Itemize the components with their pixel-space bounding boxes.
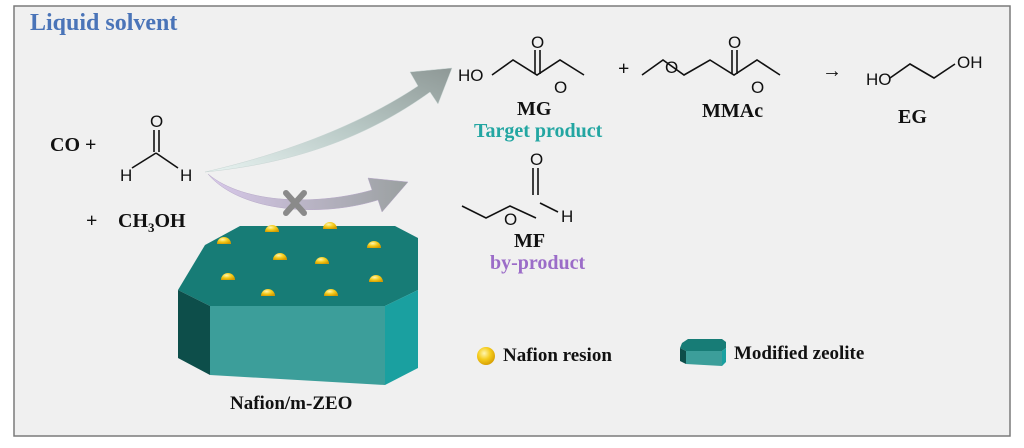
mmac-carbonyl-o: O (728, 33, 742, 52)
zeolite-prism-icon (680, 339, 726, 366)
nafion-site (369, 275, 383, 282)
blocked-x-icon (283, 190, 307, 216)
mg-carbonyl-o: O (531, 33, 545, 52)
mmac-label: MMAc (702, 100, 764, 122)
co-reactant: CO + (50, 134, 97, 156)
formaldehyde-o: O (150, 112, 164, 131)
target-pathway-arrow (204, 67, 453, 173)
mf-label: MF (514, 230, 546, 252)
mg-label: MG (517, 98, 552, 120)
formaldehyde-h-right: H (180, 166, 193, 185)
nafion-site (221, 273, 235, 280)
zeolite-top-face (178, 226, 418, 306)
mf-carbonyl-o: O (530, 150, 544, 169)
nafion-site (217, 237, 231, 244)
figure-frame (13, 5, 1011, 437)
catalyst-label: Nafion/m-ZEO (230, 393, 353, 414)
nafion-site (324, 289, 338, 296)
byproduct-label: by-product (490, 252, 586, 274)
nafion-sphere-icon (477, 347, 495, 365)
mg-ho: HO (458, 66, 484, 85)
nafion-site (367, 241, 381, 248)
nafion-site (315, 257, 329, 264)
mmac-structure (641, 50, 781, 76)
mf-h: H (561, 207, 574, 226)
mf-ester-o: O (504, 210, 518, 229)
formaldehyde-h-left: H (120, 166, 133, 185)
target-product-label: Target product (474, 120, 603, 142)
zeolite-front-face (210, 306, 385, 385)
eg-oh: OH (957, 53, 983, 72)
zeolite-catalyst (178, 226, 418, 385)
eg-structure (889, 63, 956, 79)
formaldehyde-structure (131, 130, 179, 169)
nafion-site (323, 222, 337, 229)
legend-nafion-label: Nafion resion (503, 345, 612, 366)
zeolite-right-face (385, 290, 418, 385)
reaction-arrow: → (822, 60, 842, 82)
zeolite-left-face (178, 290, 210, 375)
legend-zeolite-label: Modified zeolite (734, 343, 865, 364)
mf-structure (461, 168, 559, 219)
byproduct-pathway-arrow (207, 173, 409, 213)
methanol-reactant: CH3OH (118, 210, 186, 235)
methanol-plus: + (86, 210, 98, 232)
mmac-ether-o: O (665, 58, 679, 77)
nafion-site (261, 289, 275, 296)
eg-ho: HO (866, 70, 892, 89)
mmac-ester-o: O (751, 78, 765, 97)
mg-structure (491, 50, 585, 76)
nafion-site (265, 225, 279, 232)
nafion-site (273, 253, 287, 260)
plus-sign: + (618, 58, 630, 80)
eg-label: EG (898, 106, 927, 128)
mg-ester-o: O (554, 78, 568, 97)
nafion-sites (217, 222, 383, 296)
figure-title: Liquid solvent (30, 10, 178, 36)
